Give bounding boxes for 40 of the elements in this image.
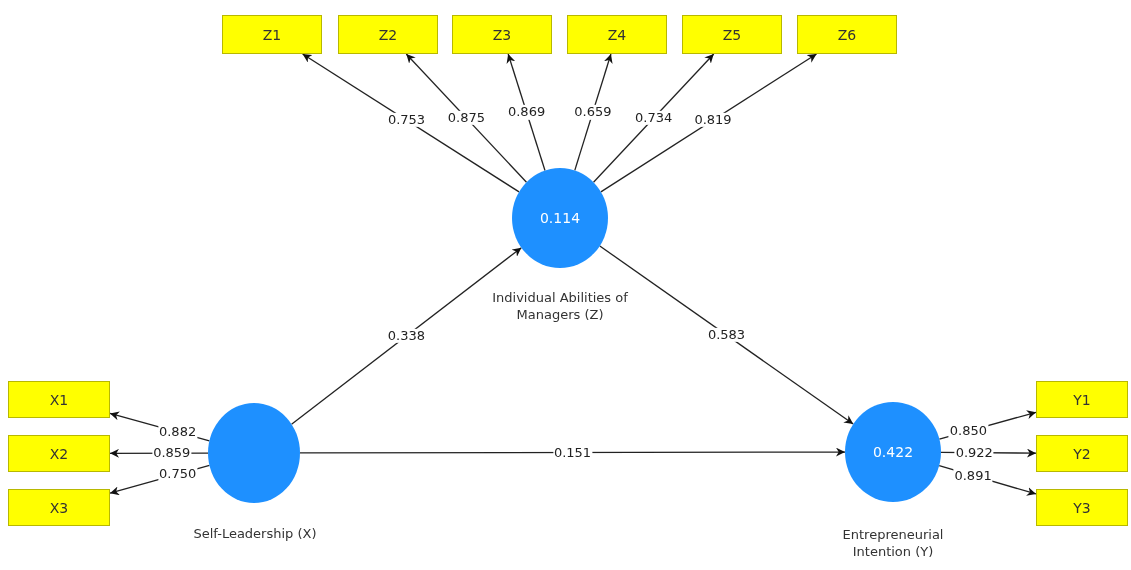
edge-label: 0.850 <box>948 423 988 439</box>
latent-variable-circle: 0.114 <box>512 168 608 268</box>
edge-label: 0.875 <box>446 110 486 126</box>
indicator-box: Z5 <box>682 15 782 54</box>
indicator-box: Y2 <box>1036 435 1128 472</box>
indicator-box: Z4 <box>567 15 667 54</box>
arrow <box>574 53 613 172</box>
latent-variable-circle: 0.422 <box>845 402 941 502</box>
arrow <box>600 53 818 193</box>
indicator-box: Z2 <box>338 15 438 54</box>
edge-label: 0.819 <box>693 113 733 128</box>
construct-label: Entrepreneurial Intention (Y) <box>841 527 945 561</box>
edge-label: 0.882 <box>157 424 198 440</box>
arrow <box>506 53 546 172</box>
arrow <box>290 247 522 425</box>
indicator-box: X2 <box>8 435 110 472</box>
edge-label: 0.891 <box>953 468 993 483</box>
arrow <box>405 53 528 183</box>
construct-label: Self-Leadership (X) <box>192 526 318 543</box>
indicator-box: X1 <box>8 381 110 418</box>
edge-label: 0.753 <box>386 113 427 128</box>
edge-label: 0.922 <box>954 445 994 460</box>
edge-label: 0.734 <box>634 110 674 126</box>
indicator-box: Z1 <box>222 15 322 54</box>
indicator-box: Y3 <box>1036 489 1128 526</box>
indicator-box: Z6 <box>797 15 897 54</box>
edge-label: 0.583 <box>706 327 747 343</box>
indicator-box: Y1 <box>1036 381 1128 418</box>
arrow <box>301 53 520 193</box>
edge-label: 0.338 <box>386 328 427 344</box>
indicator-box: X3 <box>8 489 110 526</box>
edge-label: 0.869 <box>506 105 547 120</box>
edge-label: 0.151 <box>552 445 593 460</box>
indicator-box: Z3 <box>452 15 552 54</box>
edge-label: 0.750 <box>158 467 198 482</box>
arrow <box>299 447 846 457</box>
arrow <box>592 53 715 183</box>
arrow <box>599 245 854 425</box>
construct-label: Individual Abilities of Managers (Z) <box>491 290 629 324</box>
edge-label: 0.659 <box>573 105 613 120</box>
